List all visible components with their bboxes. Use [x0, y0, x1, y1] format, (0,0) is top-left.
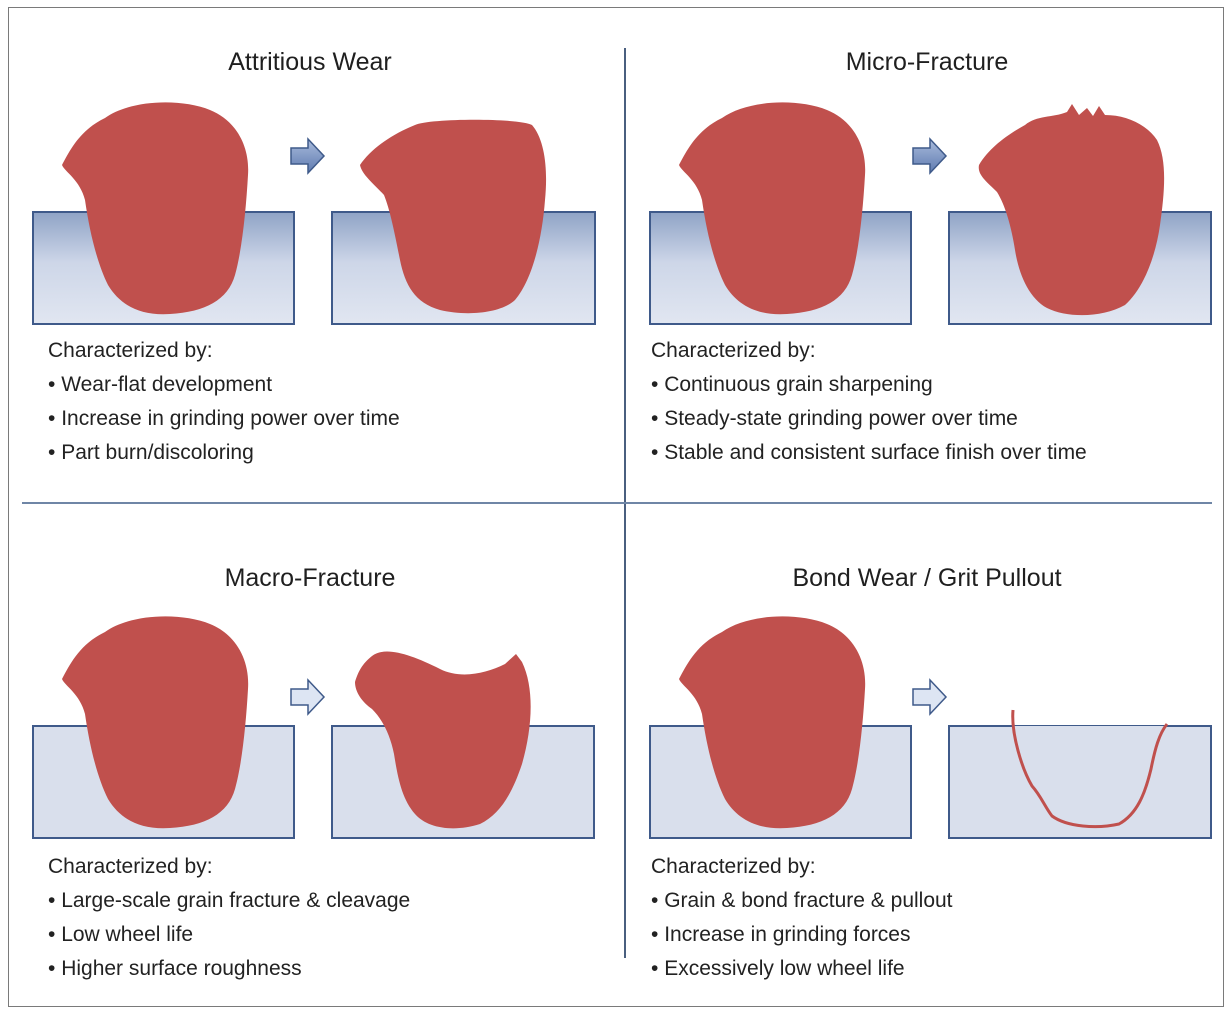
bond-wear-illustration [627, 514, 1227, 854]
caption-heading: Characterized by: [651, 850, 953, 884]
characteristic-item: Increase in grinding power over time [48, 402, 400, 436]
transition-arrow [291, 680, 324, 714]
characteristic-item: Large-scale grain fracture & cleavage [48, 884, 410, 918]
caption-heading: Characterized by: [48, 850, 410, 884]
characteristic-item: Low wheel life [48, 918, 410, 952]
horizontal-divider [22, 502, 1212, 504]
characteristics-caption: Characterized by: Continuous grain sharp… [651, 334, 1087, 470]
quadrant-attritious-wear: Attritious Wear Characterized by: Wear-f… [10, 0, 610, 490]
transition-arrow [291, 139, 324, 173]
characteristic-item: Continuous grain sharpening [651, 368, 1087, 402]
caption-heading: Characterized by: [651, 334, 1087, 368]
characteristic-item: Higher surface roughness [48, 952, 410, 986]
characteristic-item: Excessively low wheel life [651, 952, 953, 986]
characteristics-caption: Characterized by: Large-scale grain frac… [48, 850, 410, 986]
transition-arrow [913, 139, 946, 173]
characteristic-item: Steady-state grinding power over time [651, 402, 1087, 436]
attritious-wear-illustration [10, 0, 610, 340]
transition-arrow [913, 680, 946, 714]
caption-heading: Characterized by: [48, 334, 400, 368]
characteristic-item: Stable and consistent surface finish ove… [651, 436, 1087, 470]
quadrant-micro-fracture: Micro-Fracture Characterized by: Continu… [627, 0, 1227, 490]
characteristic-item: Part burn/discoloring [48, 436, 400, 470]
quadrant-macro-fracture: Macro-Fracture Characterized by: Large-s… [10, 514, 610, 1004]
characteristic-item: Wear-flat development [48, 368, 400, 402]
quadrant-bond-wear-grit-pullout: Bond Wear / Grit Pullout Characterized b… [627, 514, 1227, 1004]
characteristic-item: Increase in grinding forces [651, 918, 953, 952]
characteristic-item: Grain & bond fracture & pullout [651, 884, 953, 918]
macro-fracture-illustration [10, 514, 610, 854]
characteristics-caption: Characterized by: Grain & bond fracture … [651, 850, 953, 986]
characteristics-caption: Characterized by: Wear-flat development … [48, 334, 400, 470]
micro-fracture-illustration [627, 0, 1227, 340]
